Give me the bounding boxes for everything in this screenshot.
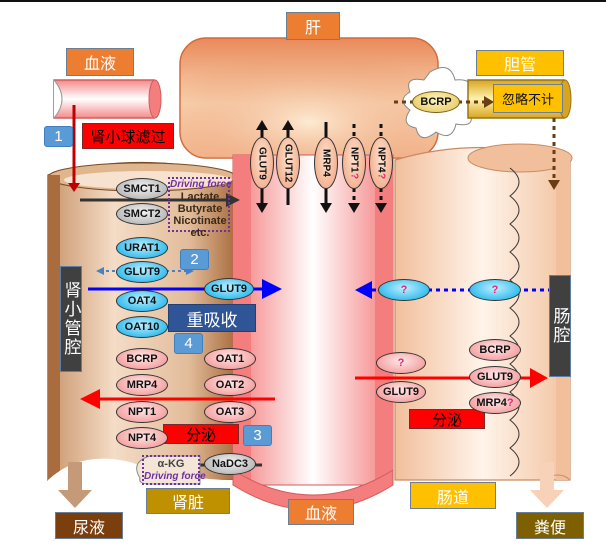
step-3-badge: 3 — [243, 425, 272, 446]
kidney-urat1: URAT1 — [116, 237, 168, 259]
liver-transporter-mrp4: MRP4 — [314, 137, 338, 189]
smct-driving-force-label: Driving force — [170, 179, 232, 190]
blood-bottom-label: 血液 — [288, 499, 354, 525]
blood-top-label: 血液 — [66, 48, 134, 76]
feces-label: 粪便 — [516, 512, 584, 539]
intestine-tube — [394, 143, 573, 481]
intestine-secretion-label: 分泌 — [409, 409, 485, 429]
urine-arrow — [58, 462, 92, 508]
intestine-bcrp: BCRP — [469, 339, 521, 361]
liver-transporter-glut9: GLUT9 — [250, 137, 274, 189]
intestine-glut9-apical: GLUT9 — [469, 366, 521, 388]
akg-driving-force-label: Driving force — [144, 471, 206, 482]
smct-substrates: Lactate Butyrate Nicotinate etc. — [173, 191, 227, 239]
kidney-mrp4: MRP4 — [116, 374, 168, 396]
kidney-oat10: OAT10 — [116, 316, 168, 338]
kidney-smct1: SMCT1 — [116, 178, 168, 200]
kidney-oat1: OAT1 — [204, 348, 256, 370]
kidney-glut9-apical: GLUT9 — [116, 261, 168, 283]
kidney-smct2: SMCT2 — [116, 203, 168, 225]
renal-artery-vessel — [53, 79, 162, 119]
kidney-bcrp: BCRP — [116, 348, 168, 370]
intestine-unknown-basolateral-absorber: ? — [378, 279, 430, 301]
intestine-unknown-apical-absorber: ? — [469, 279, 521, 301]
intestine-glut9-basolateral: GLUT9 — [376, 381, 426, 403]
bile-note-label: 忽略不计 — [493, 84, 563, 113]
step-1-badge: 1 — [44, 126, 73, 147]
liver-label: 肝 — [286, 12, 340, 40]
central-blood-vessel — [232, 154, 394, 511]
urine-label: 尿液 — [55, 512, 123, 539]
liver-bcrp-transporter: BCRP — [412, 91, 460, 113]
kidney-glut9-basolateral: GLUT9 — [204, 278, 254, 300]
akg-label: α-KG — [157, 458, 185, 470]
kidney-npt1: NPT1 — [116, 401, 168, 423]
liver-transporter-glut12: GLUT12 — [276, 137, 300, 189]
kidney-nadc3: NaDC3 — [204, 453, 256, 475]
glomerular-filtration-label: 肾小球滤过 — [82, 123, 174, 149]
liver-transporter-npt4: NPT4? — [369, 137, 393, 189]
bile-duct-label: 胆管 — [476, 50, 564, 76]
intestine-mrp4: MRP4? — [469, 392, 521, 414]
kidney-oat3: OAT3 — [204, 401, 256, 423]
smct-driving-force-box — [168, 177, 230, 232]
kidney-oat4: OAT4 — [116, 290, 168, 312]
feces-arrow — [530, 462, 564, 508]
kidney-oat2: OAT2 — [204, 374, 256, 396]
kidney-label: 肾脏 — [146, 488, 230, 514]
intestine-unknown-basolateral-secretor: ? — [376, 352, 426, 374]
intestinal-lumen-label: 肠腔 — [549, 275, 571, 377]
renal-lumen-label: 肾小管腔 — [60, 266, 82, 372]
intestine-label: 肠道 — [410, 482, 496, 509]
kidney-secretion-label: 分泌 — [163, 424, 239, 444]
reabsorption-label: 重吸收 — [168, 304, 256, 332]
kidney-npt4: NPT4 — [116, 427, 168, 449]
top-border — [0, 0, 606, 2]
akg-driving-force-box — [142, 455, 200, 485]
step-4-badge: 4 — [174, 333, 203, 354]
step-2-badge: 2 — [180, 249, 209, 270]
liver-transporter-npt1: NPT1? — [342, 137, 366, 189]
